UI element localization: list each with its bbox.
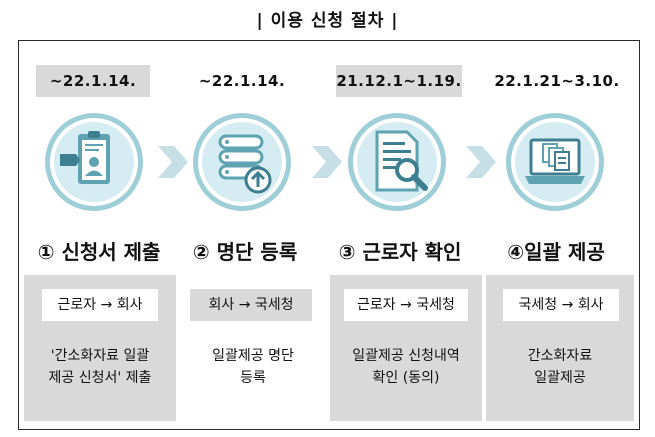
step-4-date: 22.1.21~3.10. (494, 72, 620, 90)
step-1-route: 근로자 → 회사 (42, 289, 158, 321)
description-line: 간소화자료 (527, 348, 593, 364)
description-line: 제공 신청서' 제출 (48, 370, 152, 386)
page-title: | 이용 신청 절차 | (256, 11, 399, 31)
step-1-circle (42, 110, 146, 214)
step-2-description: 일괄제공 명단 등록 (176, 345, 330, 389)
step-2-date: ~22.1.14. (198, 72, 286, 90)
step-1-date: ~22.1.14. (36, 65, 150, 97)
step-2-route: 회사 → 국세청 (190, 289, 312, 321)
step-3-circle (345, 110, 449, 214)
step-4-description: 간소화자료 일괄제공 (486, 345, 634, 389)
step-1-label: ① 신청서 제출 (37, 240, 161, 264)
step-3-date: 21.12.1~1.19. (336, 65, 462, 97)
database-upload-icon (193, 113, 291, 211)
description-line: 일괄제공 명단 (212, 348, 294, 364)
application-form-icon (45, 113, 143, 211)
description-line: 등록 (240, 370, 266, 386)
step-4-circle (503, 110, 607, 214)
laptop-documents-icon (506, 113, 604, 211)
chevron-right-icon (460, 142, 500, 182)
chevron-right-icon (152, 142, 192, 182)
step-3-route: 근로자 → 국세청 (344, 289, 468, 321)
step-3-description: 일괄제공 신청내역 확인 (동의) (330, 345, 482, 389)
chevron-right-icon (306, 142, 346, 182)
step-1-description: '간소화자료 일괄 제공 신청서' 제출 (24, 345, 176, 389)
description-line: '간소화자료 일괄 (50, 348, 150, 364)
step-3-label: ③ 근로자 확인 (338, 240, 462, 264)
step-4-label: ④일괄 제공 (507, 240, 605, 264)
description-line: 일괄제공 신청내역 (352, 348, 460, 364)
step-4-route: 국세청 → 회사 (503, 289, 619, 321)
description-line: 확인 (동의) (372, 370, 440, 386)
document-search-icon (348, 113, 446, 211)
description-line: 일괄제공 (534, 370, 586, 386)
step-2-label: ② 명단 등록 (192, 240, 298, 264)
step-2-circle (190, 110, 294, 214)
